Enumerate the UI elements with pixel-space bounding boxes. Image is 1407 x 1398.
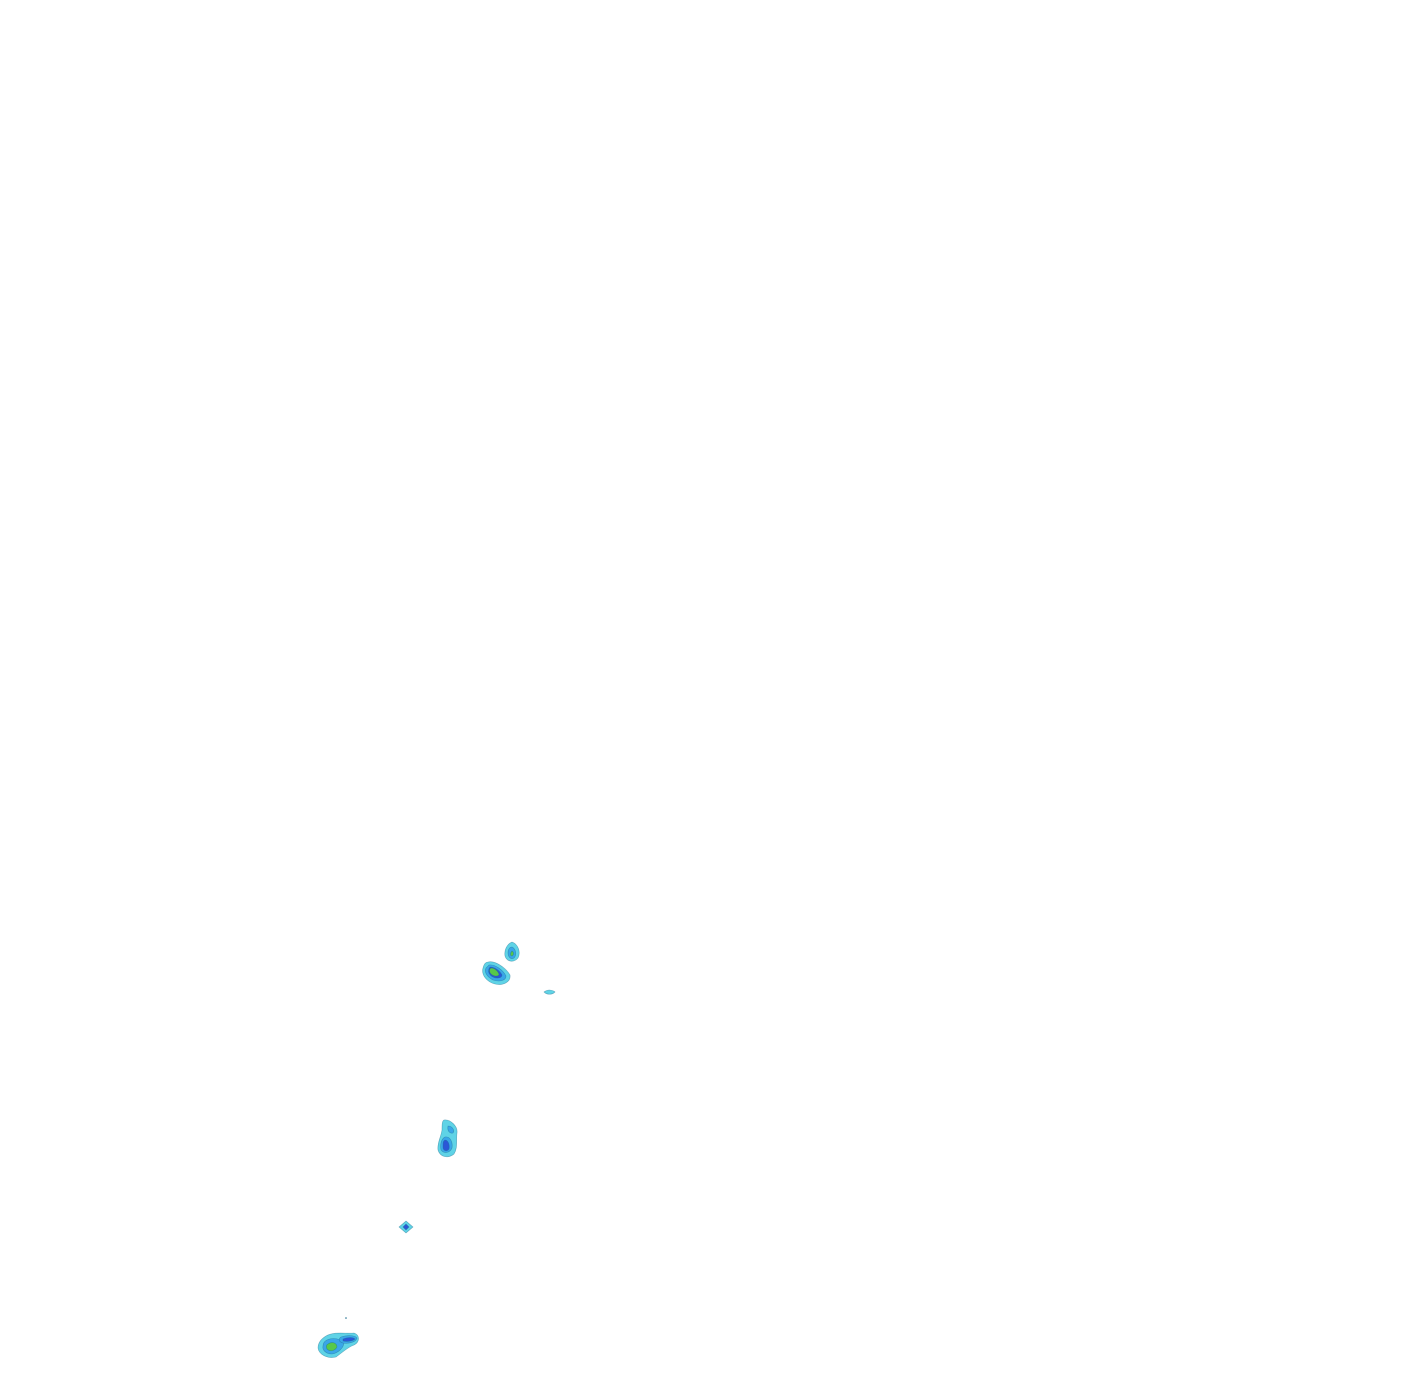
precip-level-green: [326, 1342, 338, 1352]
precip-cluster-f: [317, 1332, 359, 1358]
precip-level-green: [510, 950, 514, 957]
precip-level-blue: [342, 1337, 356, 1342]
precip-cluster-c: [543, 989, 556, 995]
precip-level-light-blue: [447, 1125, 454, 1134]
precip-level-blue: [402, 1223, 410, 1231]
precip-speck: [345, 1317, 347, 1319]
precip-cluster-a: [504, 941, 520, 962]
precip-cluster-d: [437, 1119, 458, 1158]
precip-cluster-b: [482, 961, 511, 985]
precip-level-cyan: [543, 989, 556, 995]
precip-cluster-e: [398, 1220, 414, 1234]
precip-level-green: [489, 967, 500, 977]
precip-level-blue: [442, 1139, 450, 1152]
